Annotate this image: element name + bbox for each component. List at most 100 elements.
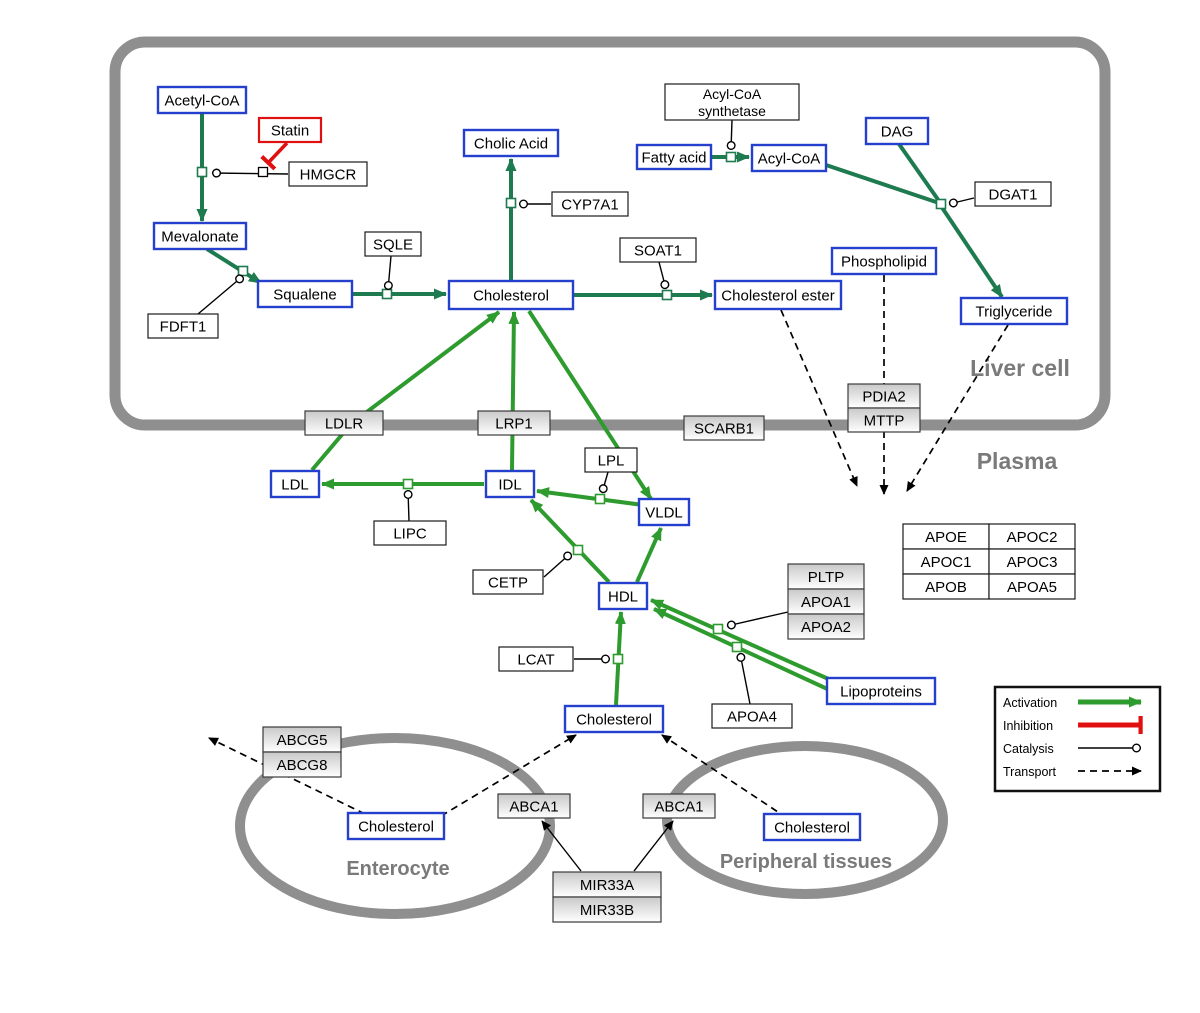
- edge-lipoproteins-to-hdl-1: [650, 598, 834, 683]
- node-cholesterol-ester[interactable]: Cholesterol ester: [713, 279, 843, 311]
- sqle-label: SQLE: [373, 237, 413, 254]
- cholesterol-ester-label: Cholesterol ester: [721, 288, 834, 305]
- ldl-label: LDL: [281, 477, 309, 494]
- edge-junction-to-triglyceride: [935, 198, 1004, 299]
- node-cholesterol-peripheral[interactable]: Cholesterol: [762, 812, 862, 842]
- compartment-peripheral-tissues: Peripheral tissues: [662, 741, 948, 899]
- node-abca1-enterocyte[interactable]: ABCA1: [497, 793, 571, 819]
- edge-lpl-catalysis: [598, 471, 609, 494]
- edge-lipc-catalysis: [403, 489, 413, 522]
- edge-enterocyte-cholesterol-efflux: [440, 734, 577, 817]
- lipc-label: LIPC: [393, 526, 427, 543]
- node-triglyceride[interactable]: Triglyceride: [959, 296, 1069, 326]
- reaction-node: [572, 544, 584, 556]
- node-vldl[interactable]: VLDL: [637, 497, 691, 527]
- node-cholic-acid[interactable]: Cholic Acid: [462, 128, 560, 158]
- statin-label: Statin: [271, 123, 309, 140]
- node-hdl[interactable]: HDL: [597, 581, 649, 611]
- fdft1-label: FDFT1: [160, 319, 207, 336]
- node-cyp7a1[interactable]: CYP7A1: [551, 191, 629, 217]
- node-mevalonate[interactable]: Mevalonate: [152, 221, 248, 251]
- reaction-node: [935, 198, 947, 210]
- legend-transport-label: Transport: [1003, 765, 1057, 779]
- node-acyl-coa[interactable]: Acyl-CoA: [750, 143, 828, 173]
- edge-cholesterol-to-cholic-acid: [505, 158, 517, 281]
- pdia2-mttp-row-0: PDIA2: [862, 389, 905, 406]
- dgat1-label: DGAT1: [989, 187, 1038, 204]
- reaction-node: [661, 289, 673, 301]
- pltp-complex-row-1: APOA1: [801, 594, 851, 611]
- node-ldl[interactable]: LDL: [269, 469, 321, 499]
- node-lpl[interactable]: LPL: [584, 447, 638, 473]
- triglyceride-label: Triglyceride: [976, 304, 1053, 321]
- node-statin[interactable]: Statin: [257, 116, 323, 144]
- node-cholesterol-enterocyte[interactable]: Cholesterol: [346, 811, 446, 841]
- node-sqle[interactable]: SQLE: [364, 231, 422, 257]
- acyl-coa-label: Acyl-CoA: [758, 151, 821, 168]
- node-dgat1[interactable]: DGAT1: [974, 181, 1052, 207]
- peripheral-tissues-label: Peripheral tissues: [720, 851, 892, 873]
- cholesterol-liver-label: Cholesterol: [473, 288, 549, 305]
- cholesterol-peripheral-label: Cholesterol: [774, 820, 850, 837]
- node-lrp1[interactable]: LRP1: [477, 410, 551, 436]
- node-phospholipid[interactable]: Phospholipid: [830, 246, 938, 276]
- node-lipc[interactable]: LIPC: [373, 520, 447, 546]
- node-soat1[interactable]: SOAT1: [619, 237, 697, 263]
- scarb1-label: SCARB1: [694, 421, 754, 438]
- compartment-liver-cell: Liver cell: [109, 36, 1111, 431]
- abca1-peripheral-label: ABCA1: [654, 799, 703, 816]
- edge-fdft1-catalysis: [197, 274, 245, 315]
- node-squalene[interactable]: Squalene: [256, 279, 354, 309]
- edge-cholesterol-to-hdl: [612, 611, 626, 706]
- node-ldlr[interactable]: LDLR: [304, 410, 384, 436]
- node-apoa4[interactable]: APOA4: [711, 703, 793, 729]
- legend-inhibition-label: Inhibition: [1003, 719, 1053, 733]
- mir33a-mir33b-row-0: MIR33A: [580, 877, 634, 894]
- node-hmgcr-anchor: [257, 166, 269, 178]
- edge-hdl-to-idl: [529, 498, 611, 584]
- node-lipoproteins[interactable]: Lipoproteins: [825, 676, 937, 706]
- liver-cell-membrane: [109, 36, 1111, 431]
- node-scarb1[interactable]: SCARB1: [683, 415, 765, 441]
- edge-hmgcr-catalysis: [211, 168, 289, 178]
- node-hmgcr[interactable]: HMGCR: [288, 161, 368, 187]
- node-cholesterol-liver[interactable]: Cholesterol: [447, 279, 575, 311]
- node-lcat[interactable]: LCAT: [498, 646, 574, 672]
- cholic-acid-label: Cholic Acid: [474, 136, 548, 153]
- enterocyte-label: Enterocyte: [346, 858, 449, 880]
- node-acetyl-coa[interactable]: Acetyl-CoA: [156, 85, 248, 115]
- reaction-node: [725, 151, 737, 163]
- edge-peripheral-cholesterol-efflux: [661, 734, 788, 819]
- edge-acetylcoa-to-mevalonate: [196, 113, 208, 222]
- node-idl[interactable]: IDL: [484, 469, 536, 499]
- edge-vldl-to-idl: [536, 487, 644, 507]
- idl-label: IDL: [498, 477, 521, 494]
- cholesterol-plasma-label: Cholesterol: [576, 712, 652, 729]
- node-abca1-peripheral[interactable]: ABCA1: [642, 793, 716, 819]
- node-fatty-acid[interactable]: Fatty acid: [635, 143, 713, 171]
- liver-cell-label: Liver cell: [970, 355, 1070, 381]
- apo-table-cell-1-1: APOC3: [1007, 554, 1058, 571]
- pltp-complex-row-0: PLTP: [808, 569, 844, 586]
- reaction-node: [612, 653, 624, 665]
- squalene-label: Squalene: [273, 287, 336, 304]
- lipoproteins-label: Lipoproteins: [840, 684, 922, 701]
- edge-idl-to-liver-cholesterol: [508, 311, 520, 471]
- edge-acylcoa-to-junction: [825, 163, 940, 205]
- edge-mir33-to-abca1-peripheral: [633, 820, 674, 872]
- node-dag[interactable]: DAG: [864, 116, 930, 146]
- apo-table-cell-2-0: APOB: [925, 579, 967, 596]
- node-fdft1[interactable]: FDFT1: [147, 313, 219, 339]
- node-cetp[interactable]: CETP: [472, 569, 544, 595]
- edge-apoa4-catalysis: [736, 652, 751, 705]
- apo-table-cell-2-1: APOA5: [1007, 579, 1057, 596]
- node-cholesterol-plasma[interactable]: Cholesterol: [563, 704, 665, 734]
